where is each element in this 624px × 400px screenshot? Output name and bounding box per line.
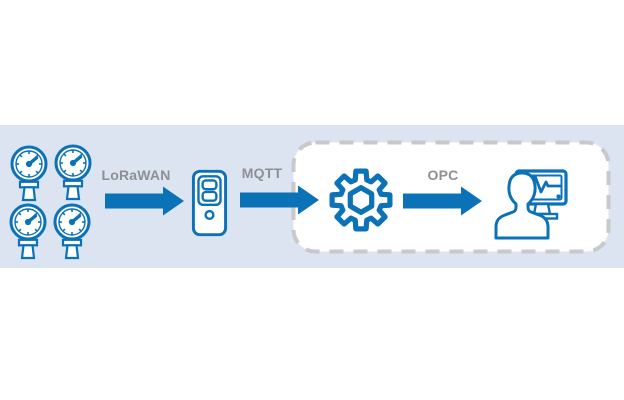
lorawan-link-label: LoRaWAN: [101, 167, 171, 183]
operator-monitor-icon: [494, 169, 568, 240]
opc-link-label: OPC: [427, 167, 459, 183]
gear-icon: [329, 168, 393, 232]
flow-arrow-icon: [403, 186, 482, 216]
pressure-gauge-icon: [54, 144, 92, 201]
pressure-gauge-icon: [10, 145, 48, 202]
mqtt-link-label: MQTT: [241, 165, 283, 181]
pressure-gauge-icon: [53, 203, 91, 260]
flow-arrow-icon: [105, 186, 184, 216]
flow-arrow-icon: [240, 185, 319, 215]
gateway-server-icon: [191, 169, 228, 237]
pressure-gauge-icon: [9, 203, 47, 260]
